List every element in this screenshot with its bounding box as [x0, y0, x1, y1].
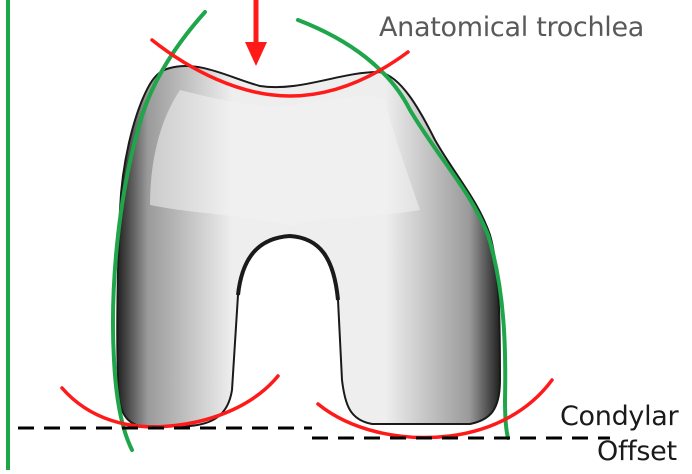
condylar-label: Condylar	[560, 401, 678, 432]
arrow-down-icon	[245, 42, 267, 66]
femur-highlight	[150, 90, 420, 226]
anatomical-trochlea-label: Anatomical trochlea	[379, 12, 644, 43]
offset-label: Offset	[597, 436, 677, 467]
